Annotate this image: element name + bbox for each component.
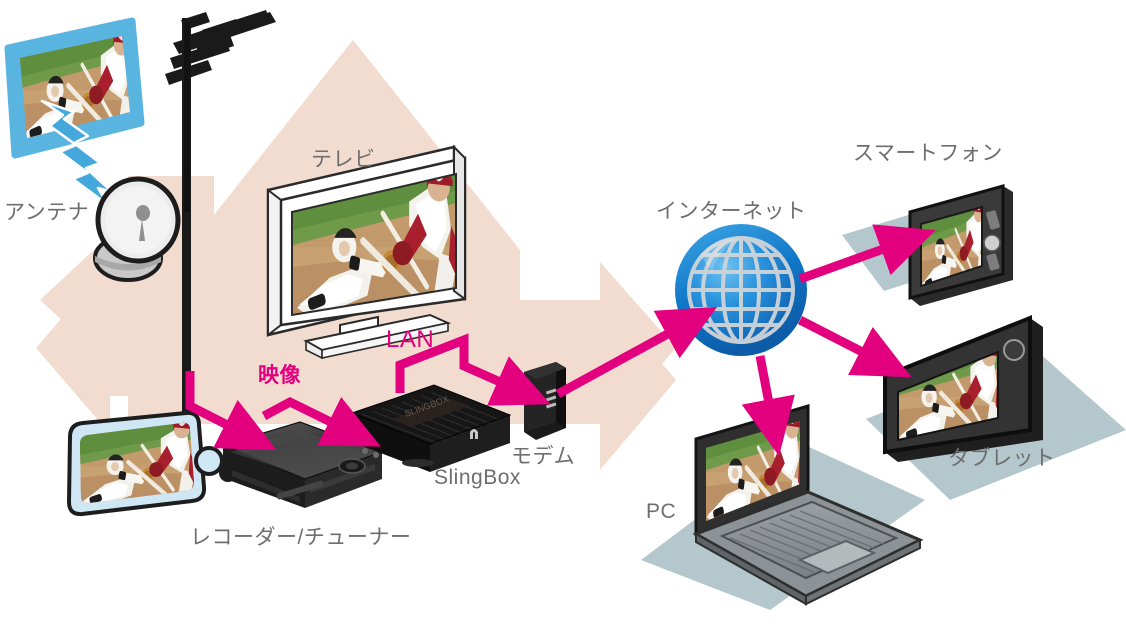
internet-globe-icon — [675, 224, 807, 356]
arrow-lan-to-modem — [395, 333, 551, 406]
label-smartphone: スマートフォン — [853, 142, 1003, 165]
arrow-internet-to-smartphone — [798, 224, 936, 284]
arrow-video-to-recorder — [261, 396, 381, 447]
satellite-dish-icon — [93, 176, 181, 282]
label-video-signal: 映像 — [258, 364, 301, 387]
label-pc: PC — [646, 500, 677, 523]
label-television: テレビ — [311, 148, 376, 171]
yagi-antenna-icon — [165, 10, 276, 448]
label-lan: LAN — [386, 326, 435, 353]
label-tablet: タブレット — [948, 447, 1056, 470]
arrow-internet-to-pc — [741, 355, 795, 457]
arrow-internet-to-tablet — [797, 315, 912, 378]
label-slingbox: SlingBox — [434, 466, 521, 489]
tablet-icon — [883, 315, 1043, 462]
arrow-modem-to-internet — [555, 306, 718, 398]
television-icon — [266, 144, 467, 360]
label-modem: モデム — [511, 445, 576, 468]
connection-arrows — [185, 224, 936, 457]
modem-icon — [524, 362, 566, 440]
label-internet: インターネット — [656, 200, 807, 223]
label-antenna: アンテナ — [4, 201, 90, 224]
recorder-output-bubble — [66, 410, 237, 517]
label-recorder-tuner: レコーダー/チューナー — [190, 526, 412, 549]
smartphone-icon — [908, 184, 1013, 306]
broadcast-screen — [4, 17, 145, 159]
laptop-pc-icon — [692, 403, 924, 606]
arrow-antenna-to-recorder — [185, 371, 277, 451]
broadcast-signal-bolt-icon — [40, 99, 114, 207]
